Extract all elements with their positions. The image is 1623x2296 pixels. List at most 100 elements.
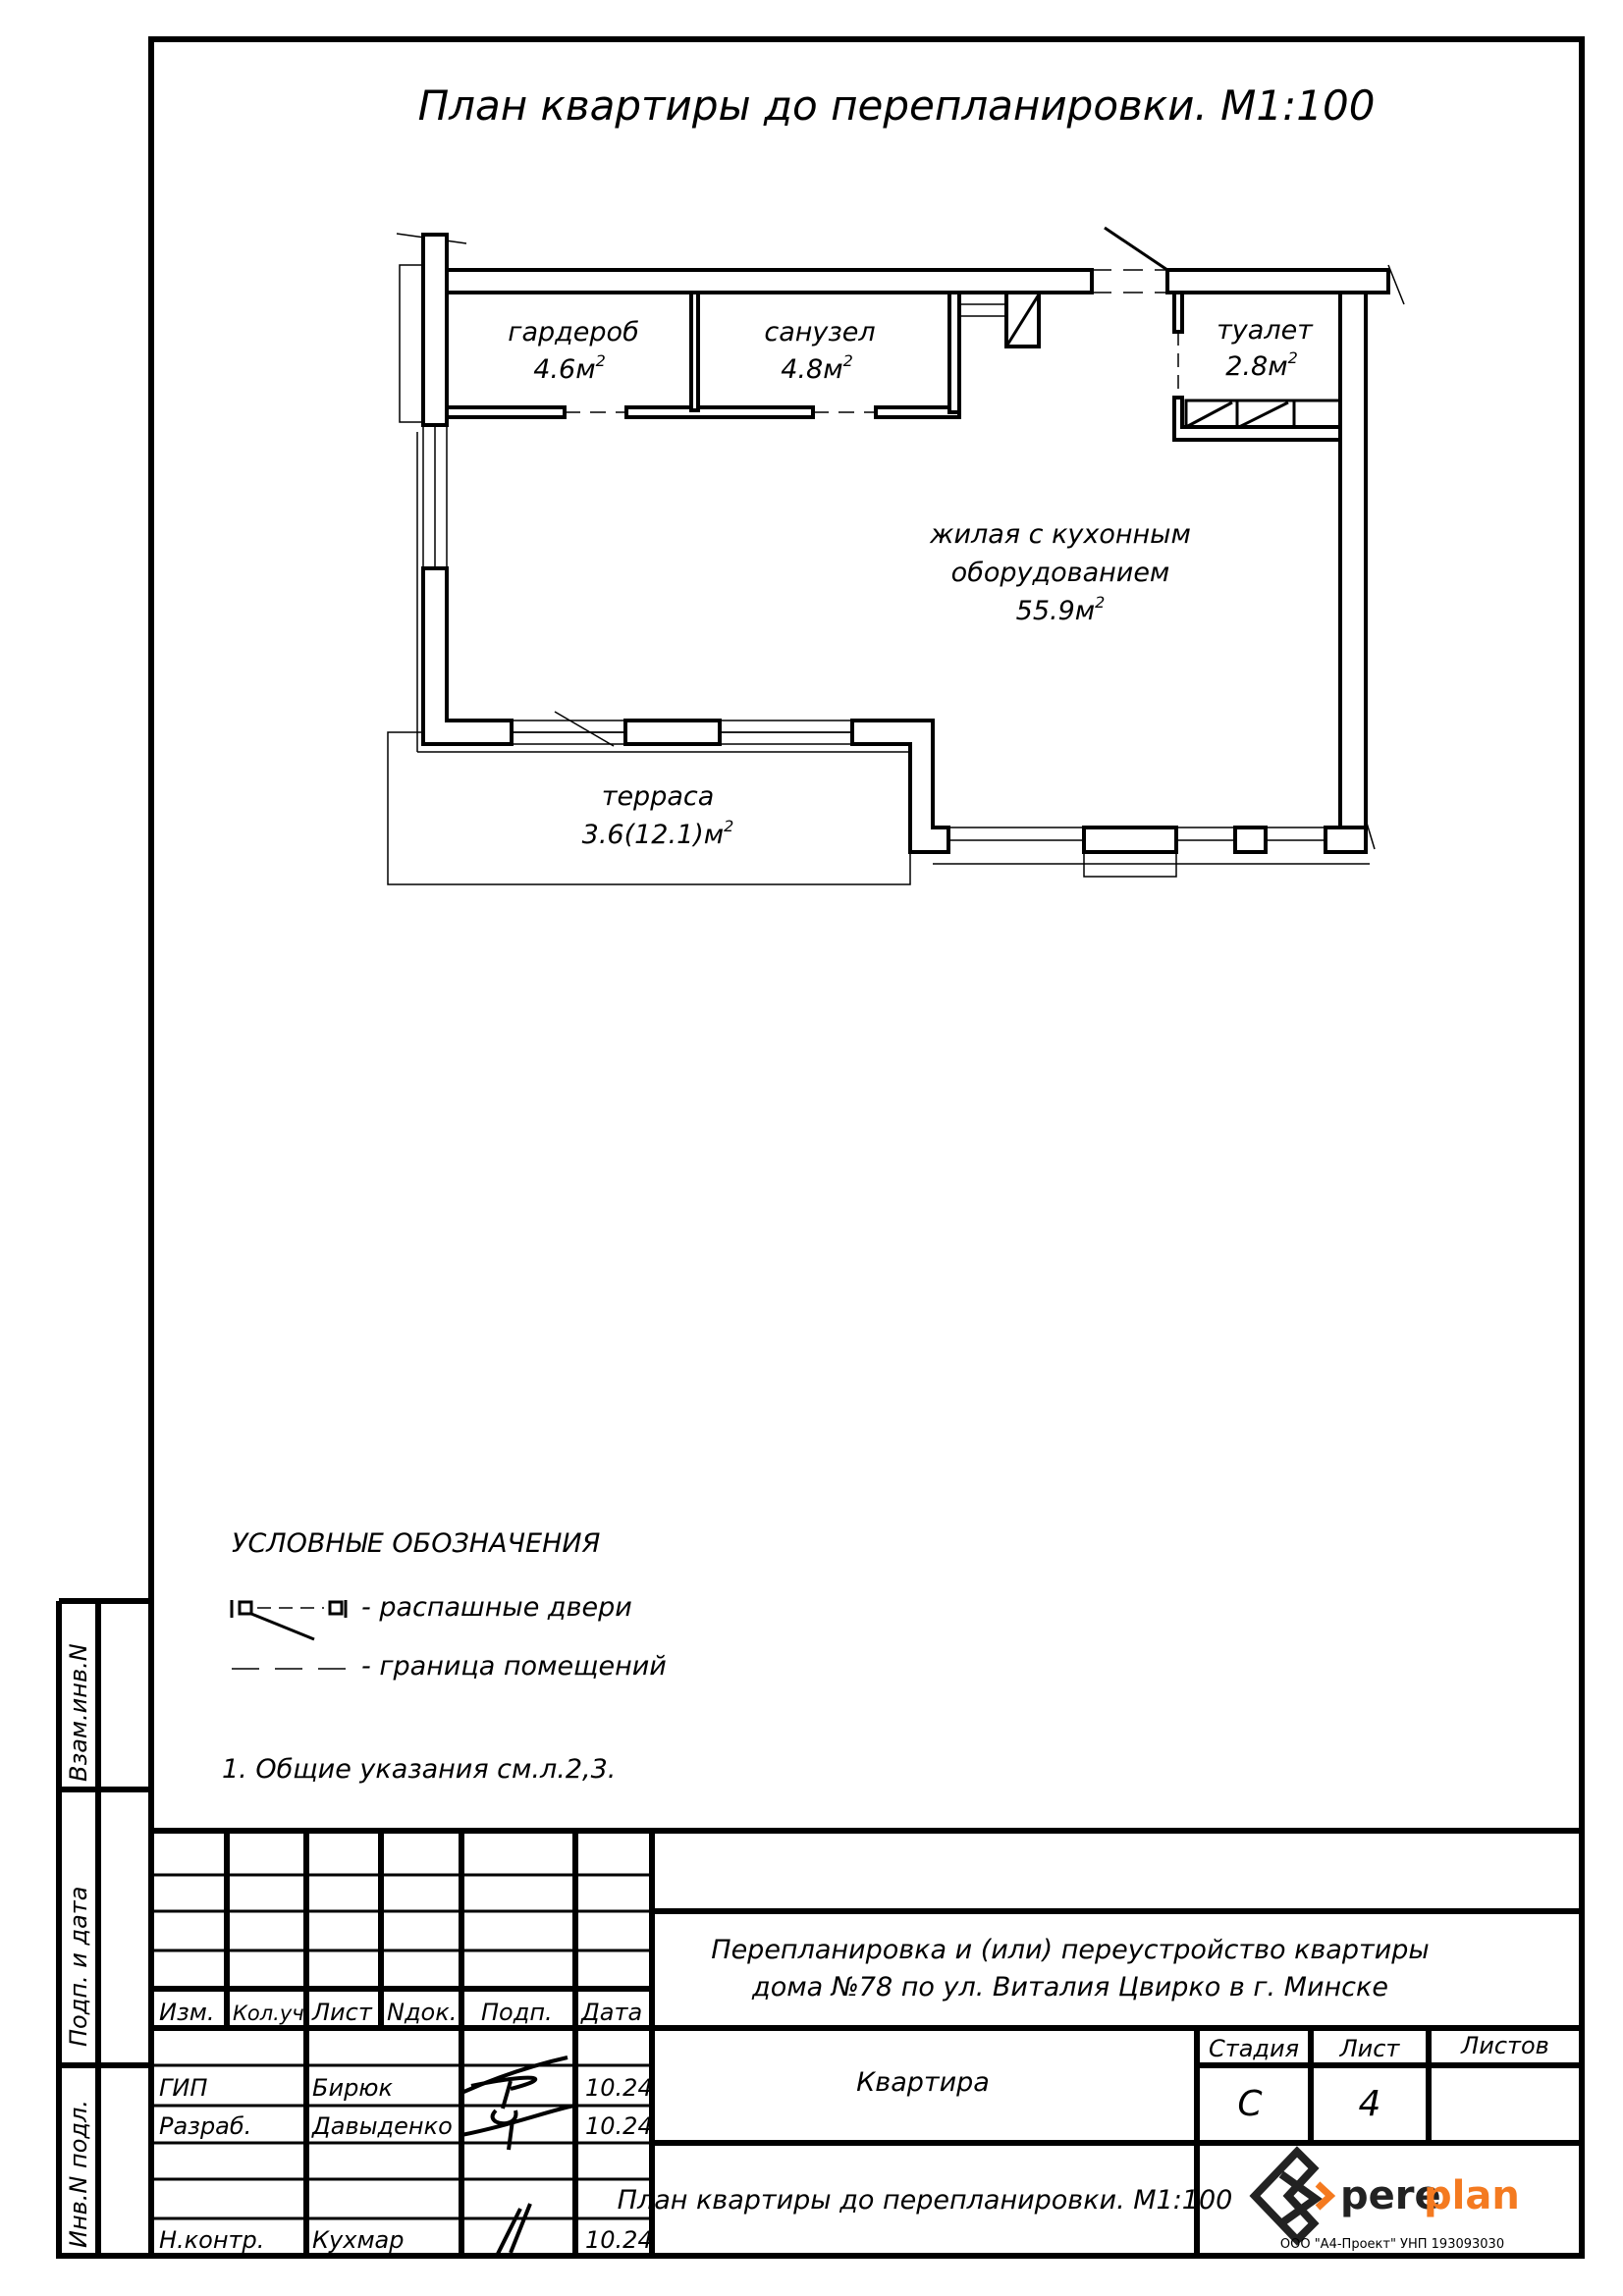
room-label-terrace: терраса <box>602 781 715 812</box>
drawing-line <box>1172 291 1184 334</box>
wall-right <box>1338 291 1368 829</box>
label: Листов <box>1460 2032 1549 2059</box>
drawing-line <box>1233 826 1268 854</box>
room-area-wardrobe: 4.6м2 <box>533 351 606 385</box>
label: 2 <box>596 351 606 370</box>
label: 10.24 <box>585 2074 653 2102</box>
label: Изм. <box>159 1999 214 2026</box>
drawing-line <box>1387 264 1405 305</box>
wall-left-lower <box>421 566 514 746</box>
drawing-line <box>947 291 961 414</box>
legend-heading: УСЛОВНЫЕ ОБОЗНАЧЕНИЯ <box>232 1528 601 1559</box>
drawing-line <box>874 405 961 419</box>
drawing-line <box>445 405 567 419</box>
label: Бирюк <box>312 2074 394 2102</box>
legend-room-boundary: - граница помещений <box>361 1651 667 1682</box>
sheet-number: 4 <box>1359 2084 1381 2124</box>
label: pere <box>1340 2173 1441 2218</box>
legend: УСЛОВНЫЕ ОБОЗНАЧЕНИЯ - распашные двери -… <box>230 1528 667 1682</box>
drawing-line: Изм. Кол.уч. Лист Nдок. Подп. Дата ГИП Б… <box>159 1999 653 2254</box>
label: Инв.N подл. <box>65 2100 92 2248</box>
room-area-terrace: 3.6(12.1)м2 <box>582 817 734 850</box>
drawing-line <box>850 719 950 854</box>
signatures <box>460 2056 575 2259</box>
project-title-line1: Перепланировка и (или) переустройство кв… <box>711 1935 1429 1965</box>
drawing-line <box>494 2203 532 2259</box>
label: Кухмар <box>312 2226 405 2254</box>
room-label-living: жилая с кухонным <box>929 519 1191 550</box>
drawing-line <box>1083 851 1177 878</box>
drawing-line <box>151 1873 652 2220</box>
drawing-line <box>460 2056 568 2109</box>
room-area-toilet: 2.8м2 <box>1225 348 1298 382</box>
drawing-line <box>1315 2181 1336 2211</box>
door-swing <box>1104 226 1168 272</box>
label: 10.24 <box>585 2226 653 2254</box>
drawing-line <box>250 1612 315 1641</box>
drawing-line <box>328 1600 344 1616</box>
drawing-line <box>56 1598 151 2259</box>
drawing-line <box>1238 400 1289 429</box>
wall-top-right <box>1165 268 1390 294</box>
pereplan-logo: pere plan ООО "А4-Проект" УНП 193093030 <box>1249 2146 1520 2252</box>
drawing-line <box>238 1600 253 1616</box>
sheet-frame <box>148 36 1585 2259</box>
room-label-bathroom: санузел <box>764 317 875 347</box>
drawing-line <box>151 1986 652 2031</box>
label: Взам.инв.N <box>65 1643 92 1782</box>
label: Дата <box>580 1999 642 2026</box>
label: Лист <box>311 1999 373 2026</box>
floor-plan: гардероб 4.6м2 санузел 4.8м2 туалет 2.8м… <box>387 226 1405 885</box>
label: Н.контр. <box>159 2226 264 2254</box>
side-strip: Взам.инв.N Подп. и дата Инв.N подл. <box>56 1598 151 2259</box>
drawing-line <box>224 1831 655 2256</box>
drawing-line <box>1004 294 1041 347</box>
label: 4.8м <box>781 354 842 385</box>
wall-left-upper <box>421 233 449 427</box>
label: 4.6м <box>533 354 595 385</box>
general-note: 1. Общие указания см.л.2,3. <box>222 1754 616 1785</box>
label: 2.8м <box>1225 351 1287 382</box>
drawing-line <box>958 303 1007 317</box>
label: ООО "А4-Проект" УНП 193093030 <box>1280 2237 1504 2252</box>
legend-doors: - распашные двери <box>361 1592 632 1623</box>
sheet-title: План квартиры до перепланировки. М1:100 <box>618 2185 1233 2216</box>
room-label-living-2: оборудованием <box>951 558 1170 588</box>
drawing-line <box>689 291 700 412</box>
label: ГИП <box>159 2074 207 2102</box>
drawing-line <box>460 2104 575 2151</box>
label: Разраб. <box>159 2112 251 2140</box>
room-label-toilet: туалет <box>1217 315 1314 346</box>
label: Стадия <box>1209 2035 1299 2062</box>
label: 10.24 <box>585 2112 653 2140</box>
label: 2 <box>1095 593 1105 612</box>
door-symbol-icon <box>230 1600 348 1641</box>
stage-value: С <box>1237 2084 1263 2124</box>
room-area-bathroom: 4.8м2 <box>781 351 853 385</box>
label: 2 <box>843 351 853 370</box>
label: plan <box>1424 2173 1520 2218</box>
drawing-line <box>554 711 615 747</box>
drawing-line <box>399 264 424 423</box>
drawing-line <box>1185 400 1233 429</box>
drawing-line <box>1082 826 1178 854</box>
drawing-line <box>1249 2146 1323 2246</box>
drawing-line <box>652 1908 1582 2256</box>
label: Лист <box>1339 2035 1401 2062</box>
label: Подп. <box>481 1999 553 2026</box>
drawing-line <box>624 405 815 419</box>
room-area-living: 55.9м2 <box>1016 593 1106 626</box>
project-title-line2: дома №78 по ул. Виталия Цвирко в г. Минс… <box>751 1972 1388 2002</box>
label: Давыденко <box>311 2112 453 2140</box>
label: 55.9м <box>1016 596 1096 626</box>
label: 3.6(12.1)м <box>582 820 725 850</box>
title-block: Изм. Кол.уч. Лист Nдок. Подп. Дата ГИП Б… <box>151 1828 1582 2259</box>
wall-top-left <box>445 268 1094 294</box>
drawing-line <box>1324 826 1368 854</box>
room-label-wardrobe: гардероб <box>508 317 638 347</box>
drawing-title: План квартиры до перепланировки. М1:100 <box>418 81 1376 130</box>
label: Подп. и дата <box>65 1887 92 2048</box>
drawing-line <box>623 719 722 746</box>
label: Кол.уч. <box>233 2002 310 2025</box>
